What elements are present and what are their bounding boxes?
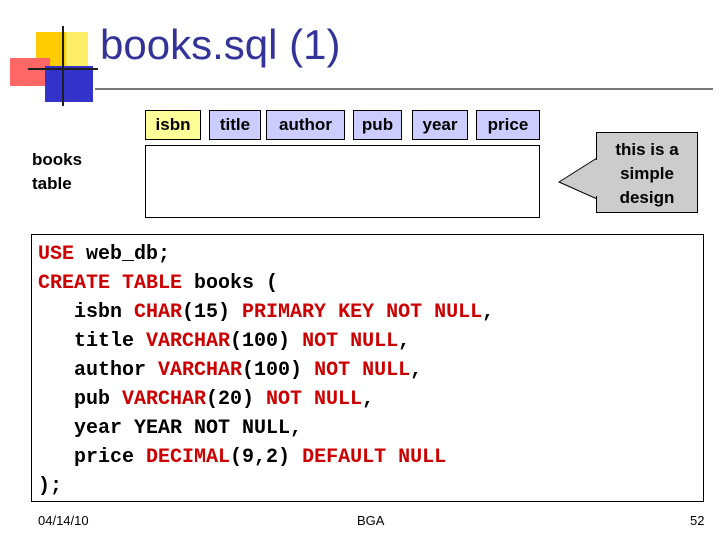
sql-text: (20): [206, 388, 267, 411]
sql-text: );: [38, 475, 63, 498]
sql-text: (100): [230, 330, 303, 353]
sql-keyword: PRIMARY KEY NOT NULL: [242, 301, 483, 324]
design-callout: this is a simple design: [596, 132, 698, 213]
sql-text: pub: [38, 388, 123, 411]
column-chip-author: author: [266, 110, 345, 140]
sql-text: ,: [410, 359, 423, 382]
column-chip-year: year: [412, 110, 468, 140]
page-number: 52: [690, 513, 705, 528]
callout-line: simple: [620, 164, 674, 183]
sql-text: (100): [242, 359, 315, 382]
label-line: books: [32, 150, 83, 169]
sql-text: (15): [182, 301, 243, 324]
sql-text: isbn: [38, 301, 135, 324]
code-line: pub VARCHAR(20) NOT NULL,: [38, 385, 697, 414]
sql-keyword: CHAR: [134, 301, 183, 324]
sql-keyword: VARCHAR: [146, 330, 231, 353]
sql-keyword: DECIMAL: [146, 446, 231, 469]
callout-line: this is a: [615, 140, 679, 159]
slide-title: books.sql (1): [100, 21, 341, 68]
footer-date: 04/14/10: [38, 513, 89, 528]
code-line: title VARCHAR(100) NOT NULL,: [38, 327, 697, 356]
column-chip-pub: pub: [353, 110, 402, 140]
sql-text: ,: [398, 330, 411, 353]
callout-joint: [596, 160, 598, 196]
sql-text: books (: [182, 272, 279, 295]
sql-text: web_db;: [74, 243, 171, 266]
code-line: price DECIMAL(9,2) DEFAULT NULL: [38, 443, 697, 472]
empty-table-box: [145, 145, 540, 218]
decorative-squares-logo: [0, 0, 100, 110]
sql-text: year YEAR NOT NULL,: [38, 417, 303, 440]
sql-code-block: USE web_db;CREATE TABLE books ( isbn CHA…: [31, 234, 704, 502]
code-line: year YEAR NOT NULL,: [38, 414, 697, 443]
code-line: author VARCHAR(100) NOT NULL,: [38, 356, 697, 385]
code-line: USE web_db;: [38, 240, 697, 269]
books-table-label: books table: [32, 148, 82, 196]
sql-keyword: VARCHAR: [122, 388, 207, 411]
column-chip-isbn: isbn: [145, 110, 201, 140]
sql-keyword: NOT NULL: [266, 388, 363, 411]
code-line: CREATE TABLE books (: [38, 269, 697, 298]
sql-text: author: [38, 359, 159, 382]
column-chip-price: price: [476, 110, 540, 140]
sql-keyword: CREATE TABLE: [38, 272, 183, 295]
callout-pointer: [557, 157, 598, 200]
callout-line: design: [619, 188, 675, 207]
title-divider: [95, 88, 713, 90]
code-line: isbn CHAR(15) PRIMARY KEY NOT NULL,: [38, 298, 697, 327]
sql-keyword: DEFAULT NULL: [302, 446, 447, 469]
code-line: );: [38, 472, 697, 501]
sql-text: ,: [482, 301, 495, 324]
sql-keyword: VARCHAR: [158, 359, 243, 382]
sql-keyword: USE: [38, 243, 75, 266]
sql-text: price: [38, 446, 147, 469]
sql-text: (9,2): [230, 446, 303, 469]
sql-keyword: NOT NULL: [302, 330, 399, 353]
label-line: table: [32, 174, 72, 193]
footer-center: BGA: [357, 513, 385, 528]
sql-text: title: [38, 330, 147, 353]
sql-keyword: NOT NULL: [314, 359, 411, 382]
sql-text: ,: [362, 388, 375, 411]
column-chip-title: title: [209, 110, 261, 140]
